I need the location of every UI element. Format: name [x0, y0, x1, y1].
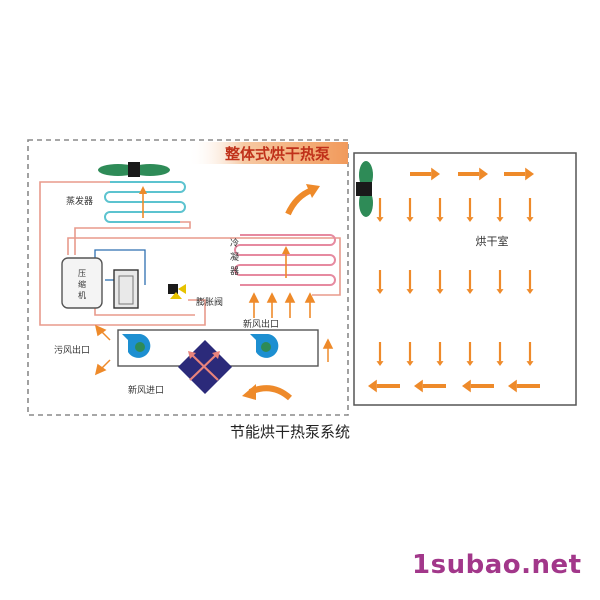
- left-arrow-icon: [414, 379, 446, 393]
- diagram-caption: 节能烘干热泵系统: [230, 423, 350, 441]
- down-arrow-icon: [406, 342, 414, 366]
- condenser-label-2: 凝: [230, 252, 239, 263]
- drying-room-fan-icon: [356, 161, 373, 217]
- compressor-label-2: 缩: [78, 279, 86, 289]
- down-arrow-icon: [526, 198, 534, 222]
- down-arrow-icon: [466, 198, 474, 222]
- down-arrow-icon: [466, 270, 474, 294]
- watermark: 1subao.net: [412, 550, 582, 580]
- left-arrow-icon: [462, 379, 494, 393]
- condenser-coil: [234, 234, 336, 286]
- down-arrow-icon: [496, 342, 504, 366]
- evaporator-label: 蒸发器: [66, 195, 93, 207]
- supply-blower-icon: [250, 334, 279, 358]
- right-arrow-icon: [458, 167, 488, 181]
- expansion-valve-label: 膨胀阀: [196, 296, 223, 308]
- exhaust-arrows: [94, 324, 111, 376]
- exhaust-outlet-label: 污风出口: [54, 344, 90, 356]
- down-arrow-icon: [376, 342, 384, 366]
- left-arrow-icon: [368, 379, 400, 393]
- hot-air-curved-arrow: [285, 184, 320, 216]
- down-arrow-icon: [526, 342, 534, 366]
- compressor: [61, 257, 103, 309]
- down-arrow-icon: [466, 342, 474, 366]
- down-arrow-icon: [436, 198, 444, 222]
- down-arrow-icon: [376, 270, 384, 294]
- left-arrow-icon: [508, 379, 540, 393]
- compressor-label-3: 机: [78, 290, 86, 300]
- down-arrow-icon: [406, 270, 414, 294]
- fresh-air-outlet-label: 新风出口: [243, 318, 279, 330]
- down-arrow-icon: [496, 198, 504, 222]
- exhaust-blower-icon: [122, 334, 151, 358]
- down-arrow-icon: [526, 270, 534, 294]
- down-arrow-icon: [406, 198, 414, 222]
- down-arrow-icon: [496, 270, 504, 294]
- diagram-title: 整体式烘干热泵: [225, 145, 330, 163]
- drying-room-airflow: [368, 167, 540, 393]
- drying-room-label: 烘干室: [476, 234, 509, 248]
- right-arrow-icon: [504, 167, 534, 181]
- condenser-label-1: 冷: [230, 237, 239, 249]
- drying-room: [353, 152, 577, 406]
- evaporator-fan-icon: [98, 162, 170, 177]
- down-arrow-icon: [436, 270, 444, 294]
- down-arrow-icon: [376, 198, 384, 222]
- right-arrow-icon: [410, 167, 440, 181]
- inlet-side-arrows: [322, 338, 334, 362]
- down-arrow-icon: [436, 342, 444, 366]
- expansion-valve-icon: [168, 284, 186, 299]
- compressor-label-1: 压: [78, 269, 86, 278]
- condenser-label-3: 器: [230, 266, 239, 277]
- fresh-air-inlet-label: 新风进口: [128, 384, 164, 396]
- evaporator-coil: [104, 181, 186, 223]
- fresh-air-up-arrows: [248, 292, 316, 318]
- title-banner: [188, 142, 348, 164]
- heat-exchanger: [178, 340, 232, 394]
- return-air-curved-arrow: [242, 384, 292, 401]
